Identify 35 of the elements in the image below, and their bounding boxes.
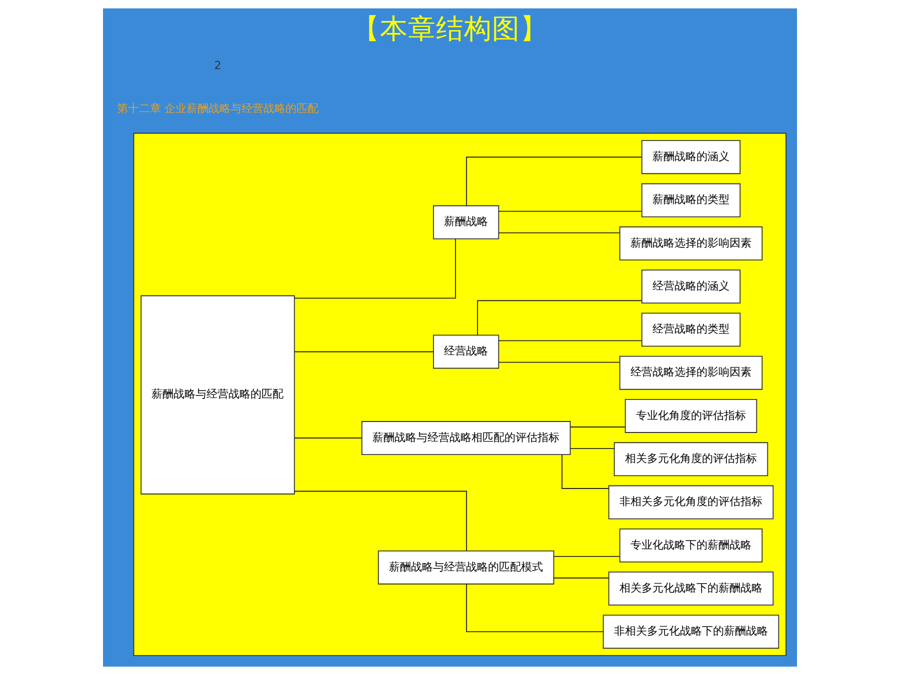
node-box: 非相关多元化角度的评估指标 [608,485,774,520]
connector [498,340,642,342]
node-box: 薪酬战略与经营战略的匹配模式 [378,550,554,584]
connector [294,351,434,352]
connector [294,490,467,552]
connector [498,232,620,234]
connector [466,584,604,632]
diagram-title: 【本章结构图】 [352,12,548,45]
node-box: 相关多元化战略下的薪酬战略 [608,572,774,606]
node-box: 薪酬战略与经营战略的匹配 [140,295,295,494]
node-box: 专业化角度的评估指标 [624,399,758,433]
connector [466,156,642,206]
node-box: 经营战略选择的影响因素 [619,356,763,390]
node-box: 薪酬战略的涵义 [641,140,741,174]
node-box: 专业化战略下的薪酬战略 [619,528,763,562]
label: 第十二章 企业薪酬战略与经营战略的匹配 [117,102,318,116]
connector [498,210,642,212]
node-box: 经营战略 [433,334,500,369]
connector [554,556,620,557]
node-box: 薪酬战略 [433,205,500,240]
node-box: 相关多元化角度的评估指标 [614,442,768,476]
label: 2 [214,59,222,72]
connector [294,238,456,299]
node-box: 经营战略的涵义 [641,270,741,304]
cluster [133,132,786,656]
connector [570,448,615,450]
connector [562,454,610,489]
connector [570,426,626,428]
connector [498,362,620,363]
connector [477,300,642,336]
node-box: 经营战略的类型 [641,312,741,347]
node-box: 薪酬战略与经营战略相匹配的评估指标 [361,421,571,455]
node-box: 薪酬战略的类型 [641,183,741,218]
node-box: 非相关多元化战略下的薪酬战略 [602,614,780,649]
node-box: 薪酬战略选择的影响因素 [619,226,763,260]
